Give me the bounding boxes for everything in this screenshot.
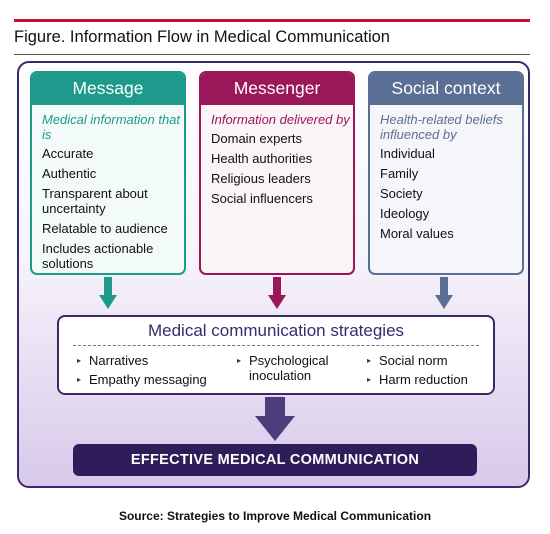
messenger-arrow-icon xyxy=(268,277,286,309)
social-context-item: Family xyxy=(380,166,419,181)
messenger-item: Health authorities xyxy=(211,151,313,166)
social-context-item: Ideology xyxy=(380,206,430,221)
strategy-item: ▸Psychological inoculation xyxy=(237,353,329,383)
strategies-divider xyxy=(73,345,479,346)
social-context-item: Individual xyxy=(380,146,435,161)
bullet-icon: ▸ xyxy=(367,356,372,365)
strategy-item: ▸Narratives xyxy=(77,353,149,368)
message-item: Accurate xyxy=(42,146,94,161)
messenger-heading: Messenger xyxy=(201,73,353,105)
strategies-box: Medical communication strategies ▸Narrat… xyxy=(57,315,495,395)
strategy-item: ▸Harm reduction xyxy=(367,372,468,387)
social-context-item: Society xyxy=(380,186,423,201)
social-context-heading: Social context xyxy=(370,73,522,105)
social-context-box: Social context Health-related beliefs in… xyxy=(368,71,524,275)
social-context-lead: Health-related beliefs influenced by xyxy=(380,112,503,142)
source-caption: Source: Strategies to Improve Medical Co… xyxy=(118,509,432,523)
strategies-title: Medical communication strategies xyxy=(147,321,405,340)
messenger-box: Messenger Information delivered by Domai… xyxy=(199,71,355,275)
bullet-icon: ▸ xyxy=(367,375,372,384)
social-context-item: Moral values xyxy=(380,226,454,241)
messenger-item: Domain experts xyxy=(211,131,303,146)
bullet-icon: ▸ xyxy=(237,356,242,365)
message-item: Relatable to audience xyxy=(42,221,168,236)
strategy-item: ▸Social norm xyxy=(367,353,448,368)
figure-title: Figure. Information Flow in Medical Comm… xyxy=(14,28,390,46)
message-item: Transparent about uncertainty xyxy=(42,186,148,216)
header-accent-line xyxy=(14,19,530,22)
message-box: Message Medical information that is Accu… xyxy=(30,71,186,275)
outcome-arrow-icon xyxy=(255,397,295,441)
message-item: Authentic xyxy=(42,166,97,181)
title-divider xyxy=(14,54,530,55)
social-context-arrow-icon xyxy=(435,277,453,309)
strategy-item: ▸Empathy messaging xyxy=(77,372,207,387)
message-item: Includes actionable solutions xyxy=(42,241,154,271)
message-arrow-icon xyxy=(99,277,117,309)
outcome-box: EFFECTIVE MEDICAL COMMUNICATION xyxy=(73,444,477,476)
bullet-icon: ▸ xyxy=(77,375,82,384)
bullet-icon: ▸ xyxy=(77,356,82,365)
message-lead: Medical information that is xyxy=(42,112,181,142)
messenger-item: Religious leaders xyxy=(211,171,311,186)
messenger-lead: Information delivered by xyxy=(211,112,350,127)
messenger-item: Social influencers xyxy=(211,191,313,206)
message-heading: Message xyxy=(32,73,184,105)
